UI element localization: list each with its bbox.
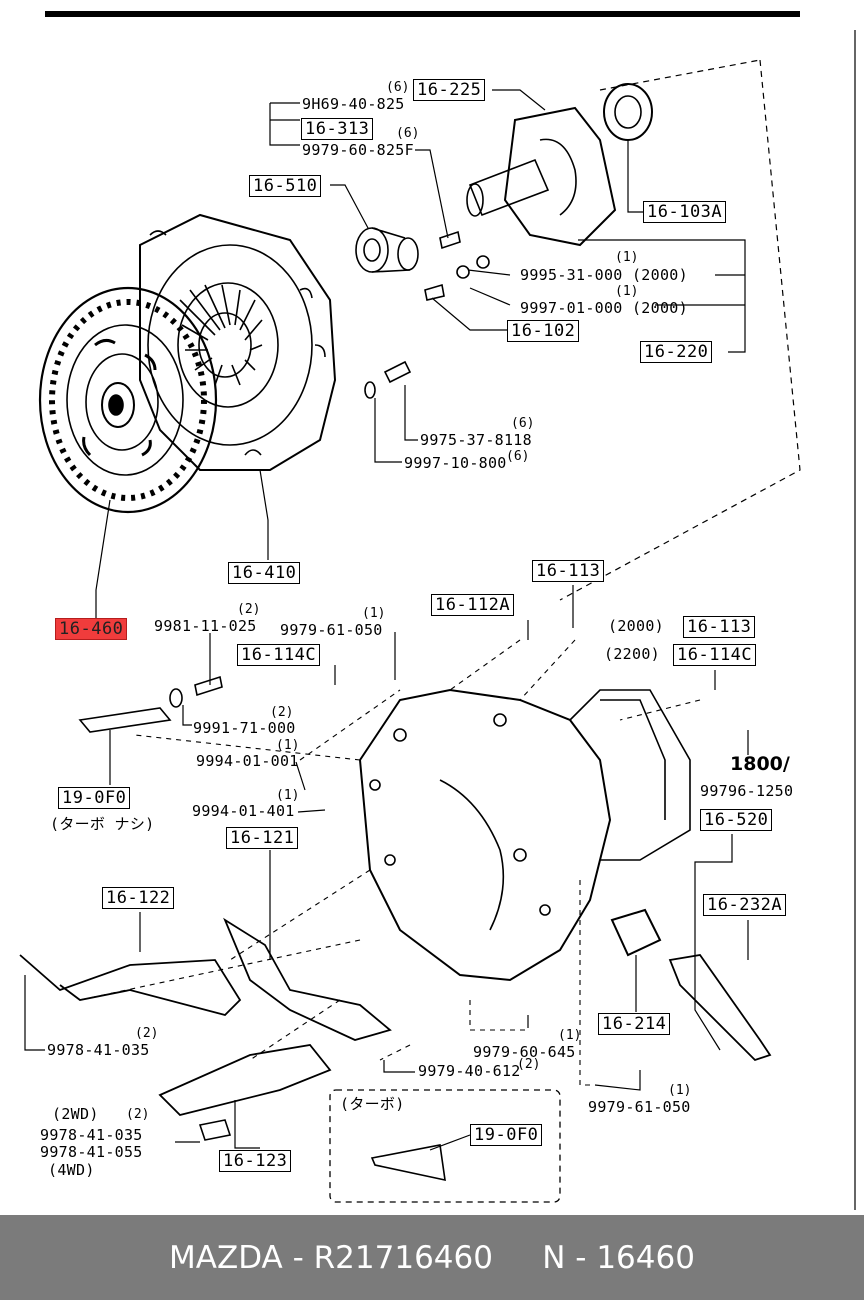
diagram-drawing [19, 11, 856, 1210]
note-label: (ターボ ナシ) [50, 815, 155, 833]
part-label: 9994-01-401 [192, 802, 295, 820]
qty: (2) [135, 1026, 159, 1041]
qty: (1) [615, 250, 639, 265]
footer-bar: MAZDA - R21716460 N - 16460 [0, 1215, 864, 1300]
clutch-housing [358, 688, 691, 982]
part-label-bold: 1800/ [730, 753, 790, 775]
qty: (1) [276, 738, 300, 753]
qty: (6) [386, 80, 410, 95]
part-box-16-113[interactable]: 16-113 [532, 560, 605, 582]
part-label: 9979-60-825F [302, 141, 414, 159]
qty: (2) [517, 1057, 541, 1072]
release-bearing [355, 227, 419, 273]
part-label: 9994-01-001 [196, 752, 299, 770]
part-label: 9981-11-025 [154, 617, 257, 635]
qty: (1) [668, 1083, 692, 1098]
part-label: 9978-41-035 [47, 1041, 150, 1059]
part-label: 9991-71-000 [193, 719, 296, 737]
pressure-plate [139, 213, 337, 471]
part-box-16-214[interactable]: 16-214 [598, 1013, 671, 1035]
variant-label: (4WD) [48, 1161, 95, 1179]
part-box-16-460-highlighted[interactable]: 16-460 [55, 618, 128, 640]
part-box-16-225[interactable]: 16-225 [413, 79, 486, 101]
part-box-16-510[interactable]: 16-510 [249, 175, 322, 197]
part-box-16-410[interactable]: 16-410 [228, 562, 301, 584]
oil-seal [603, 83, 653, 141]
parts-diagram: 16-225 16-313 16-510 16-103A 16-102 16-2… [19, 11, 856, 1210]
part-label: 9979-40-612 [418, 1062, 521, 1080]
part-box-16-520[interactable]: 16-520 [700, 809, 773, 831]
part-box-16-103a[interactable]: 16-103A [643, 201, 727, 223]
part-box-16-112a[interactable]: 16-112A [431, 594, 515, 616]
part-box-16-102[interactable]: 16-102 [507, 320, 580, 342]
qty: (1) [276, 788, 300, 803]
part-box-16-114c[interactable]: 16-114C [237, 644, 321, 666]
part-box-16-123[interactable]: 16-123 [219, 1150, 292, 1172]
front-cover [466, 106, 617, 247]
qty: (2) [237, 602, 261, 617]
part-box-16-220[interactable]: 16-220 [640, 341, 713, 363]
part-box-16-232a[interactable]: 16-232A [703, 894, 787, 916]
qty: (2) [270, 705, 294, 720]
part-label: 9979-61-050 [280, 621, 383, 639]
qty: (6) [506, 449, 530, 464]
qty: (1) [615, 284, 639, 299]
qty: (1) [362, 606, 386, 621]
part-label: 9H69-40-825 [302, 95, 405, 113]
part-label: 9975-37-8118 [420, 431, 532, 449]
part-box-16-122[interactable]: 16-122 [102, 887, 175, 909]
part-label: 9997-10-800 [404, 454, 507, 472]
qty: (1) [558, 1028, 582, 1043]
part-box-16-121[interactable]: 16-121 [226, 827, 299, 849]
variant-label: (2WD) [52, 1105, 99, 1123]
note-label: (ターボ) [340, 1095, 405, 1113]
part-box-16-113-2000[interactable]: 16-113 [683, 616, 756, 638]
variant-label: (2200) [604, 645, 660, 663]
part-label: 9995-31-000 (2000) [520, 266, 688, 284]
part-label: 9978-41-035 [40, 1126, 143, 1144]
part-label: 99796-1250 [700, 782, 794, 800]
part-box-19-0f0[interactable]: 19-0F0 [58, 787, 131, 809]
part-label: 9978-41-055 [40, 1143, 143, 1161]
qty: (6) [396, 126, 420, 141]
qty: (2) [126, 1107, 150, 1122]
qty: (6) [511, 416, 535, 431]
footer-part-number: MAZDA - R21716460 N - 16460 [169, 1239, 695, 1276]
part-box-16-114c-2200[interactable]: 16-114C [673, 644, 757, 666]
part-label: 9979-60-645 [473, 1043, 576, 1061]
part-box-16-313[interactable]: 16-313 [301, 118, 374, 140]
variant-label: (2000) [608, 617, 664, 635]
part-label: 9979-61-050 [588, 1098, 691, 1116]
part-label: 9997-01-000 (2000) [520, 299, 688, 317]
clutch-disc [38, 286, 218, 514]
part-box-19-0f0-turbo[interactable]: 19-0F0 [470, 1124, 543, 1146]
